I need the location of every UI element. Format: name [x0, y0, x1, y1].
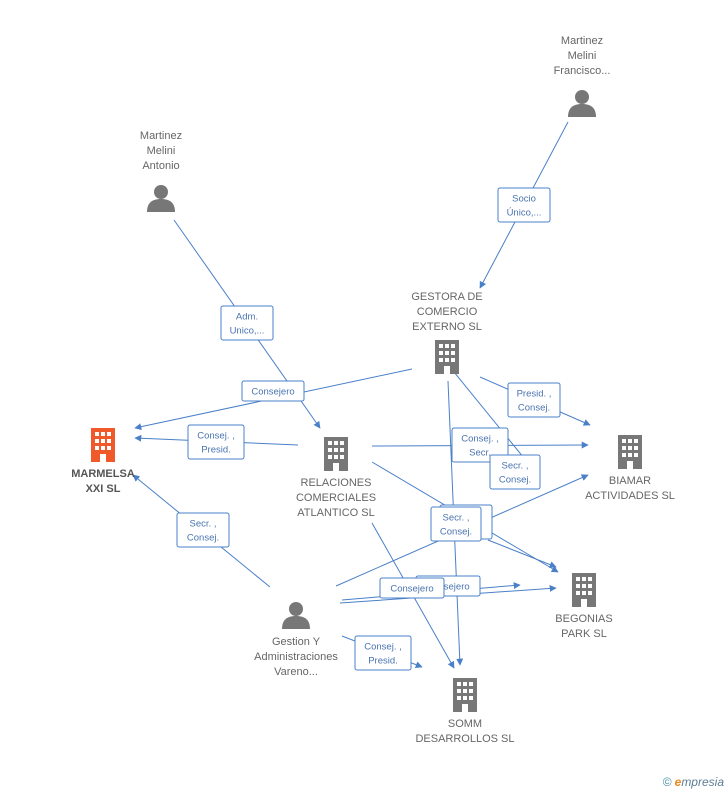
- node-label: COMERCIALES: [296, 492, 376, 504]
- building-icon: [91, 428, 115, 462]
- node-begonias[interactable]: BEGONIAS PARK SL: [555, 573, 613, 640]
- node-label: SOMM: [448, 718, 482, 730]
- edge-label-text: Presid.: [201, 445, 231, 456]
- edge-label-e11[interactable]: Secr. , Consej.: [430, 506, 482, 542]
- edge-label-box: [451, 427, 509, 463]
- node-label: COMERCIO: [417, 306, 478, 318]
- node-somm[interactable]: SOMM DESARROLLOS SL: [415, 678, 515, 745]
- edge-label-box: [241, 380, 305, 402]
- edge-label-box: [497, 187, 551, 223]
- person-icon: [282, 602, 310, 629]
- edge-label-box: [187, 424, 245, 460]
- brand-initial: e: [674, 775, 682, 789]
- brand-name: mpresia: [681, 775, 724, 789]
- node-label: EXTERNO SL: [412, 321, 482, 333]
- edge-label-text: Socio: [512, 194, 536, 205]
- edge-label-box: [489, 454, 541, 490]
- edge-label-e3[interactable]: Consejero: [241, 380, 305, 402]
- node-label: GESTORA DE: [411, 291, 482, 303]
- edge-label-text: Adm.: [236, 312, 258, 323]
- person-icon: [568, 90, 596, 117]
- edge-label-text: Presid.: [368, 656, 398, 667]
- node-label: Melini: [147, 145, 176, 157]
- building-icon: [324, 437, 348, 471]
- edge-label-e6[interactable]: Consej. , Secr.: [451, 427, 509, 463]
- node-label: Gestion Y: [272, 636, 321, 648]
- edge-label-text: Secr. ,: [190, 519, 217, 530]
- node-marmelsa[interactable]: MARMELSA XXI SL: [71, 428, 135, 495]
- node-label: DESARROLLOS SL: [415, 733, 514, 745]
- edge-label-text: Secr. ,: [502, 461, 529, 472]
- node-label: Antonio: [142, 160, 179, 172]
- edge-label-box: [220, 305, 274, 341]
- edge-label-text: Unico,...: [230, 326, 265, 337]
- edge-label-text: Consejero: [390, 584, 433, 595]
- node-label: Francisco...: [554, 65, 611, 77]
- building-icon: [435, 340, 459, 374]
- node-label: BEGONIAS: [555, 613, 612, 625]
- node-label: Melini: [568, 50, 597, 62]
- node-melini_francisco[interactable]: MartinezMeliniFrancisco...: [554, 35, 611, 117]
- edge-label-text: Consej.: [499, 475, 531, 486]
- copyright-icon: ©: [662, 775, 672, 789]
- edge-label-text: Consejero: [426, 582, 469, 593]
- edge-label-box: [379, 577, 445, 599]
- edge-label-text: Único,...: [507, 208, 542, 219]
- edge-label-text: Consej.: [187, 533, 219, 544]
- node-label: Martinez: [561, 35, 603, 47]
- edge-label-text: Consejero: [251, 387, 294, 398]
- empresia-watermark: ©empresia: [663, 775, 724, 789]
- node-gestora[interactable]: GESTORA DE COMERCIO EXTERNO SL: [411, 291, 483, 374]
- edge-label-e13[interactable]: Secr. , Consej.: [176, 512, 230, 548]
- node-label: Vareno...: [274, 666, 318, 678]
- edge-label-text: Consej. ,: [364, 642, 402, 653]
- node-biamar[interactable]: BIAMAR ACTIVIDADES SL: [585, 435, 675, 502]
- building-icon: [453, 678, 477, 712]
- edge-label-text: Consej. ,: [197, 431, 235, 442]
- edge-label-box: [176, 512, 230, 548]
- node-label: BIAMAR: [609, 475, 651, 487]
- edge-label-e12[interactable]: Consej. , Presid.: [354, 635, 412, 671]
- node-label: RELACIONES: [301, 477, 372, 489]
- edge-label-text: Consej.: [440, 527, 472, 538]
- node-label: ACTIVIDADES SL: [585, 490, 675, 502]
- node-label: MARMELSA: [71, 468, 135, 480]
- edge-label-text: Consej.: [518, 403, 550, 414]
- edge-label-text: Secr.: [469, 448, 491, 459]
- edge-e16: [487, 539, 557, 568]
- person-icon: [147, 185, 175, 212]
- node-label: ATLANTICO SL: [297, 507, 374, 519]
- node-gestion[interactable]: Gestion Y AdministracionesVareno...: [254, 602, 338, 678]
- edge-label-e1[interactable]: SocioÚnico,...: [497, 187, 551, 223]
- edge-label-box: [507, 382, 561, 418]
- edge-label-box: [430, 506, 482, 542]
- node-label: PARK SL: [561, 628, 607, 640]
- edge-label-text: Secr. ,: [443, 513, 470, 524]
- edge-label-e10[interactable]: Consejero: [379, 577, 445, 599]
- edge-label-e5[interactable]: Consej. , Presid.: [187, 424, 245, 460]
- edge-label-e7[interactable]: Secr. , Consej.: [489, 454, 541, 490]
- edge-label-box: [354, 635, 412, 671]
- node-label: Martinez: [140, 130, 182, 142]
- node-relaciones[interactable]: RELACIONES COMERCIALES ATLANTICO SL: [296, 437, 376, 519]
- edge-label-e4[interactable]: Presid. , Consej.: [507, 382, 561, 418]
- building-icon: [618, 435, 642, 469]
- edge-label-e2[interactable]: Adm. Unico,...: [220, 305, 274, 341]
- node-label: XXI SL: [86, 483, 121, 495]
- edge-label-text: Consej. ,: [461, 434, 499, 445]
- edge-e7: [453, 371, 529, 464]
- building-icon: [572, 573, 596, 607]
- edge-label-text: Presid. ,: [517, 389, 552, 400]
- node-label: Administraciones: [254, 651, 338, 663]
